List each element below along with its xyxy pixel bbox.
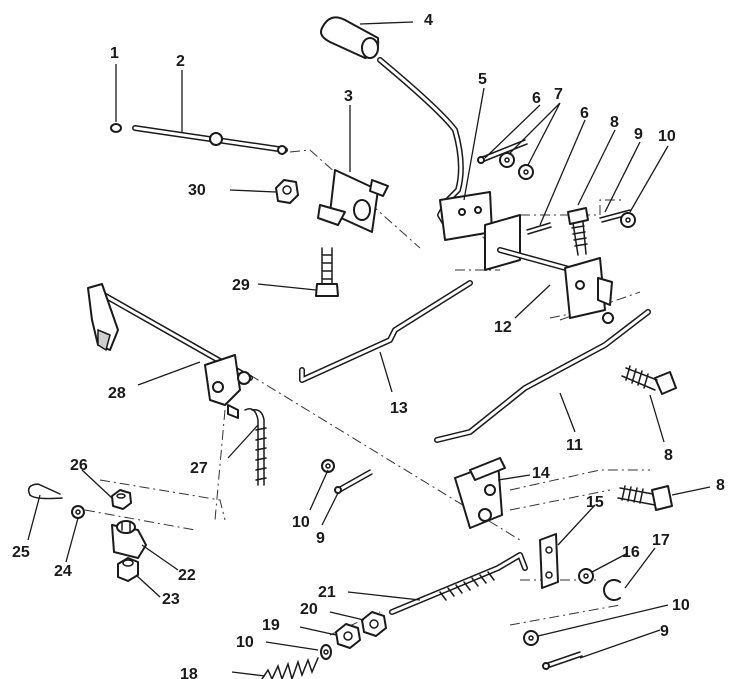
callout-22: 22: [178, 567, 196, 584]
part-26-nut: [111, 489, 132, 510]
leader-lines: [27, 21, 711, 677]
part-21-threaded-rod: [389, 552, 528, 615]
callout-9: 9: [660, 623, 669, 640]
callout-8: 8: [664, 447, 673, 464]
part-9-cotter-pin-lower: [542, 651, 583, 670]
callout-8: 8: [610, 114, 619, 131]
part-6-cotter-pin-lower: [526, 222, 552, 235]
callout-9: 9: [316, 530, 325, 547]
callout-1: 1: [110, 45, 119, 62]
part-7-washers: [499, 152, 534, 180]
part-22-swivel: [111, 520, 147, 559]
part-8-bolt-upper: [567, 207, 589, 256]
callout-9: 9: [634, 126, 643, 143]
callout-10: 10: [292, 514, 310, 531]
callout-3: 3: [344, 88, 353, 105]
part-16-washer: [578, 568, 594, 584]
part-25-clip: [27, 483, 63, 500]
part-10-washer-middle: [321, 459, 335, 473]
callout-6: 6: [580, 105, 589, 122]
callout-24: 24: [54, 563, 72, 580]
callout-4: 4: [424, 12, 433, 29]
callout-17: 17: [652, 532, 670, 549]
part-28-cross-shaft: [87, 283, 253, 406]
callout-15: 15: [586, 494, 604, 511]
callout-14: 14: [532, 465, 550, 482]
callout-26: 26: [70, 457, 88, 474]
callout-25: 25: [12, 544, 30, 561]
callout-27: 27: [190, 460, 208, 477]
part-1-pin: [110, 123, 122, 133]
part-17-e-clip: [603, 579, 621, 601]
part-12-pivot-bracket: [484, 214, 614, 324]
part-10-washer-lower: [523, 630, 539, 646]
callout-10: 10: [672, 597, 690, 614]
part-9-cotter-pin-middle: [334, 469, 373, 494]
part-18-spring: [261, 657, 319, 679]
callout-30: 30: [188, 182, 206, 199]
part-24-washer: [71, 505, 85, 519]
callout-6: 6: [532, 90, 541, 107]
callout-11: 11: [566, 437, 583, 454]
callout-28: 28: [108, 385, 126, 402]
callout-29: 29: [232, 277, 250, 294]
callout-20: 20: [300, 601, 318, 618]
callout-18: 18: [180, 666, 198, 679]
callout-2: 2: [176, 53, 185, 70]
part-2-rod: [132, 125, 288, 155]
callout-8: 8: [716, 477, 725, 494]
callout-10: 10: [236, 634, 254, 651]
callout-13: 13: [390, 400, 408, 417]
part-20-nut: [361, 611, 387, 637]
part-29-bolt: [315, 247, 339, 297]
callout-16: 16: [622, 544, 640, 561]
callout-12: 12: [494, 319, 512, 336]
callout-7: 7: [554, 86, 563, 103]
part-5-lever: [377, 57, 493, 241]
part-14-mount-plate: [454, 457, 506, 529]
callout-labels: 1 2 3 4 5 6 7 6 8 9 10 30 29 12 28 13 11…: [12, 12, 725, 679]
part-10-washer-spring: [320, 644, 332, 660]
callout-10: 10: [658, 128, 676, 145]
part-19-nut: [335, 623, 361, 649]
part-3-bracket: [317, 169, 389, 233]
part-4-handle-grip: [320, 16, 380, 59]
callout-23: 23: [162, 591, 180, 608]
part-8-bolt-lower: [617, 485, 673, 511]
part-13-rod: [299, 280, 473, 383]
part-11-linkage-rod: [434, 309, 651, 443]
part-15-clip-plate: [539, 533, 559, 589]
part-8-bolt-middle: [621, 365, 677, 395]
part-30-nut: [275, 179, 299, 204]
callout-5: 5: [478, 71, 487, 88]
part-23-nut: [117, 557, 139, 582]
part-27-hook-rod: [227, 404, 267, 486]
part-10-washer-upper: [620, 212, 636, 228]
callout-19: 19: [262, 617, 280, 634]
callout-21: 21: [318, 584, 336, 601]
